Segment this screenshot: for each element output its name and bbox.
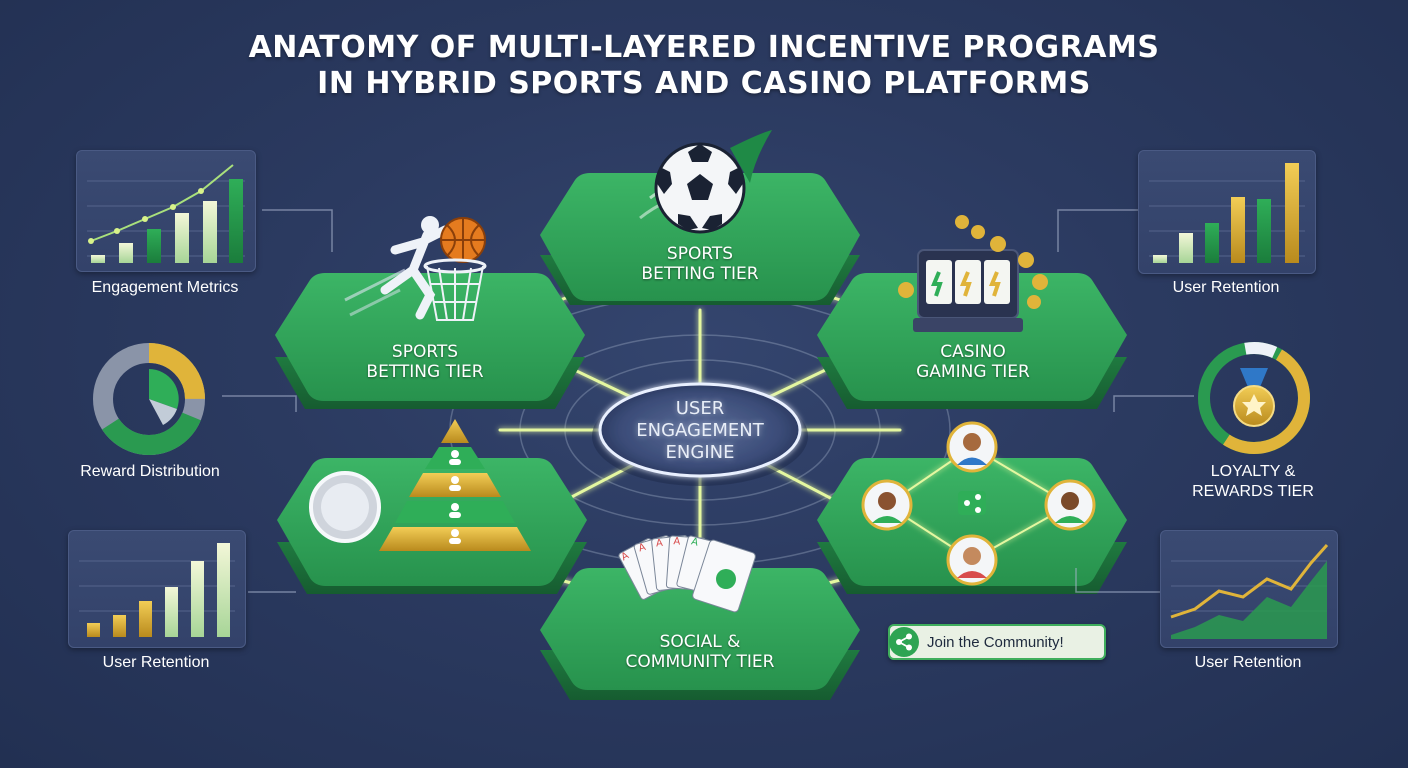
- engine-label-line-2: ENGAGEMENT: [636, 420, 764, 441]
- svg-text:A: A: [620, 550, 631, 563]
- user-retention-left-panel: [68, 530, 246, 648]
- tier-top-label: SPORTS BETTING TIER: [600, 244, 800, 284]
- tier-top-label-line-1: SPORTS: [666, 244, 734, 264]
- user-retention-bottom-right-panel: [1160, 530, 1338, 648]
- svg-text:A: A: [655, 538, 663, 550]
- loyalty-label-line-2: REWARDS TIER: [1192, 483, 1314, 500]
- tier-right-label-line-2: GAMING TIER: [916, 362, 1030, 382]
- share-icon: [889, 627, 919, 657]
- engagement-metrics-panel: [76, 150, 256, 272]
- page-title-line-2: IN HYBRID SPORTS AND CASINO PLATFORMS: [317, 66, 1091, 101]
- user-retention-bottom-right-label: User Retention: [1194, 654, 1302, 671]
- user-retention-left-label: User Retention: [102, 654, 210, 671]
- tier-left: [275, 273, 585, 409]
- join-community-button[interactable]: Join the Community!: [888, 624, 1106, 660]
- tier-left-label-line-2: BETTING TIER: [366, 362, 484, 382]
- engine-hub: [592, 382, 808, 486]
- engine-label-line-1: USER: [675, 398, 725, 419]
- user-retention-top-right-chart: [1149, 163, 1305, 263]
- svg-text:A: A: [690, 536, 699, 548]
- engine-label: USER ENGAGEMENT ENGINE: [600, 398, 800, 464]
- engine-label-line-3: ENGINE: [665, 442, 735, 463]
- reward-distribution-donut: [93, 343, 205, 455]
- soccer-ball-icon: [639, 130, 772, 234]
- svg-text:A: A: [673, 536, 681, 547]
- social-network-icon: [861, 421, 1096, 586]
- loyalty-medal-icon: [1198, 342, 1310, 454]
- loyalty-label: LOYALTY & REWARDS TIER: [1148, 462, 1358, 502]
- tier-top-label-line-2: BETTING TIER: [641, 264, 759, 284]
- basketball-player-icon: [344, 216, 487, 321]
- reward-distribution-label: Reward Distribution: [80, 463, 220, 480]
- user-retention-top-right-label: User Retention: [1172, 279, 1280, 296]
- user-retention-top-right-panel: [1138, 150, 1316, 274]
- tier-left-label: SPORTS BETTING TIER: [325, 342, 525, 382]
- tier-top: [540, 173, 860, 305]
- engagement-metrics-label: Engagement Metrics: [91, 279, 239, 296]
- tier-bottom-label-line-2: COMMUNITY TIER: [625, 652, 775, 672]
- user-retention-left-chart: [79, 543, 235, 637]
- tier-left-label-line-1: SPORTS: [391, 342, 459, 362]
- tier-right-label-line-1: CASINO: [940, 342, 1006, 362]
- tier-bottom: [540, 568, 860, 700]
- user-retention-bottom-right-chart: [1170, 544, 1329, 639]
- page-title-line-1: ANATOMY OF MULTI-LAYERED INCENTIVE PROGR…: [248, 30, 1160, 65]
- loyalty-label-line-1: LOYALTY &: [1210, 463, 1296, 480]
- slot-machine-icon: [898, 215, 1048, 332]
- tier-right-label: CASINO GAMING TIER: [873, 342, 1073, 382]
- tier-bottom-label: SOCIAL & COMMUNITY TIER: [580, 632, 820, 672]
- join-community-label: Join the Community!: [927, 633, 1064, 651]
- pyramid-icon: [309, 419, 531, 551]
- tier-right: [817, 273, 1127, 409]
- svg-text:A: A: [637, 542, 647, 555]
- engagement-metrics-chart: [87, 164, 245, 263]
- playing-cards-icon: A A A A A: [618, 535, 756, 613]
- tier-bottom-label-line-1: SOCIAL &: [659, 632, 741, 652]
